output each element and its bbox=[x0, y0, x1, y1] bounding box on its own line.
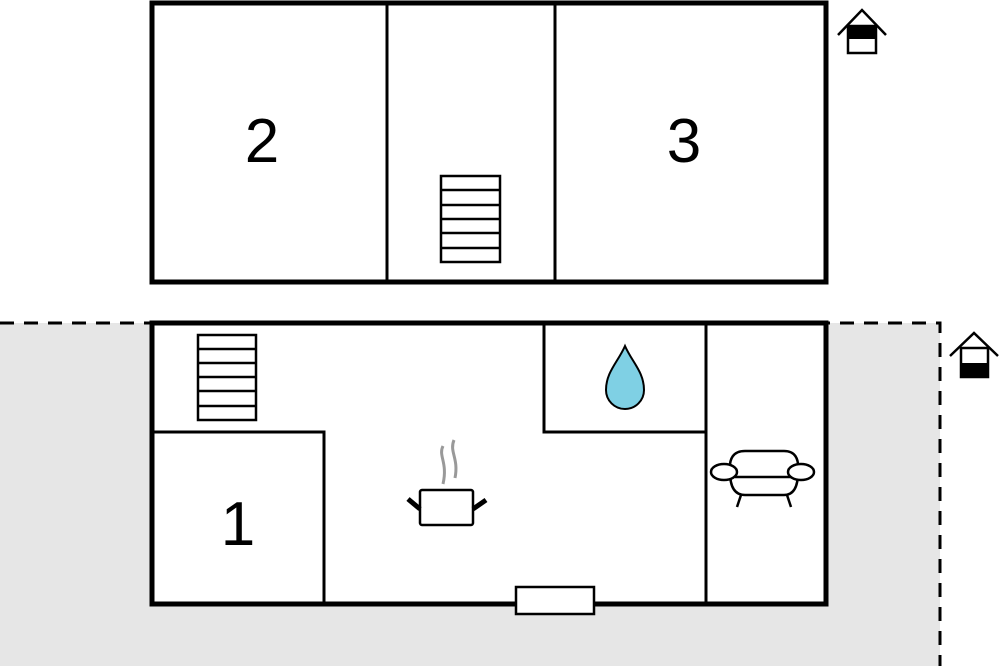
upper-floor: 2 3 bbox=[149, 0, 829, 285]
wall bbox=[542, 323, 706, 434]
window-icon bbox=[514, 585, 596, 616]
ground-floor: 1 bbox=[149, 320, 829, 616]
stairs-icon bbox=[196, 333, 258, 422]
room-1-label: 1 bbox=[221, 490, 255, 559]
wall bbox=[152, 430, 326, 604]
stairs-icon bbox=[439, 174, 502, 264]
sofa-icon bbox=[709, 449, 816, 508]
cooking-pot-icon bbox=[406, 439, 488, 527]
house-upper-floor-icon bbox=[837, 8, 887, 55]
water-drop-icon bbox=[604, 343, 646, 410]
room-3-label: 3 bbox=[667, 107, 701, 176]
room-2-label: 2 bbox=[245, 107, 279, 176]
house-ground-floor-icon bbox=[949, 331, 999, 379]
